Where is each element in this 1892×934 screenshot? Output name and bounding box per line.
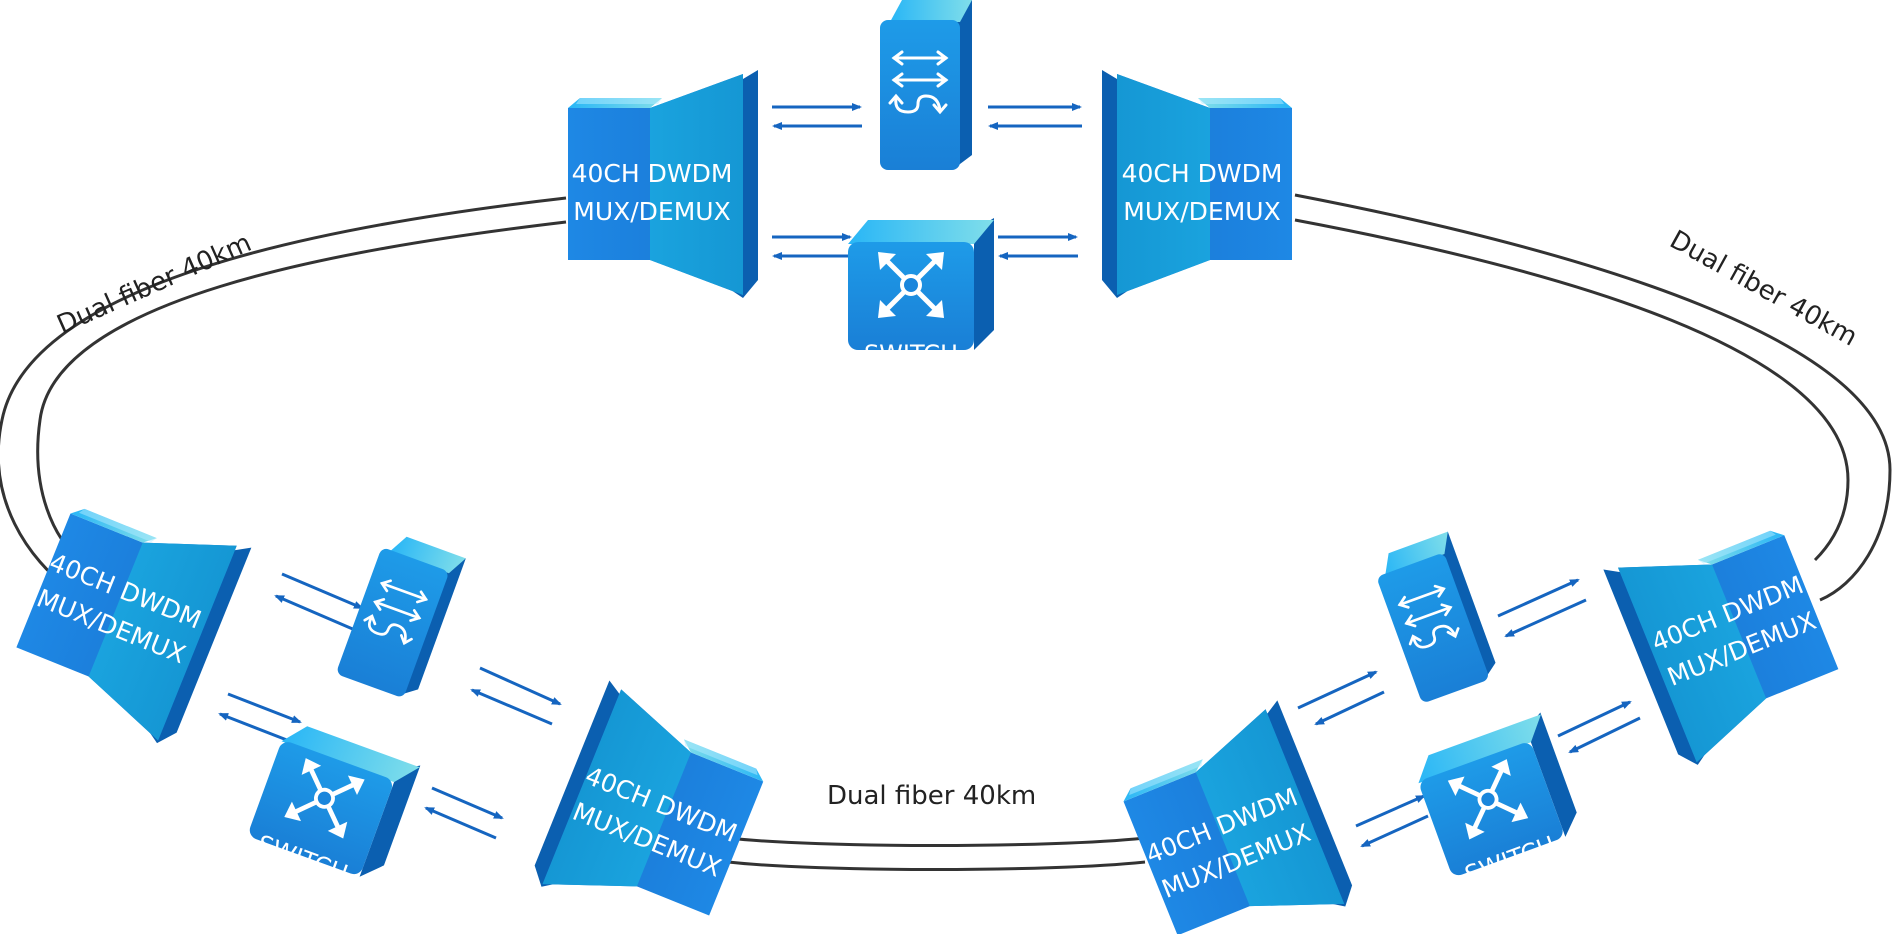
mux-node-bottom-right: 40CH DWDM MUX/DEMUX	[1110, 700, 1359, 934]
transponder-node-right	[1368, 530, 1502, 706]
mux-node-left: 40CH DWDM MUX/DEMUX	[2, 480, 252, 749]
fiber-label-bottom: Dual fiber 40km	[827, 781, 1036, 811]
mux-node-top-right: 40CH DWDM MUX/DEMUX	[1102, 70, 1292, 298]
switch-icon	[848, 218, 994, 350]
mux-label-line2: MUX/DEMUX	[1123, 197, 1280, 226]
mux-demux-icon	[1603, 501, 1852, 771]
mux-demux-icon	[2, 480, 252, 749]
mux-node-top-left: 40CH DWDM MUX/DEMUX	[568, 70, 758, 298]
switch-node-left: SWITCH	[241, 718, 420, 888]
transponder-icon	[878, 0, 974, 172]
mux-node-bottom-left: 40CH DWDM MUX/DEMUX	[528, 680, 777, 934]
mux-label-line2: MUX/DEMUX	[573, 197, 730, 226]
transponder-icon	[334, 528, 468, 704]
switch-node-top: SWITCH	[848, 218, 994, 368]
transponder-node-left	[334, 528, 468, 704]
transponder-icon	[1368, 530, 1502, 706]
switch-label: SWITCH	[864, 340, 958, 368]
fiber-ring	[0, 193, 1892, 871]
mux-label-line1: 40CH DWDM	[572, 159, 733, 188]
transponder-node-top	[878, 0, 974, 172]
mux-node-right: 40CH DWDM MUX/DEMUX	[1603, 501, 1852, 771]
signal-arrows	[218, 103, 1641, 848]
mux-label-line1: 40CH DWDM	[1122, 159, 1283, 188]
switch-node-right: SWITCH	[1410, 713, 1589, 889]
